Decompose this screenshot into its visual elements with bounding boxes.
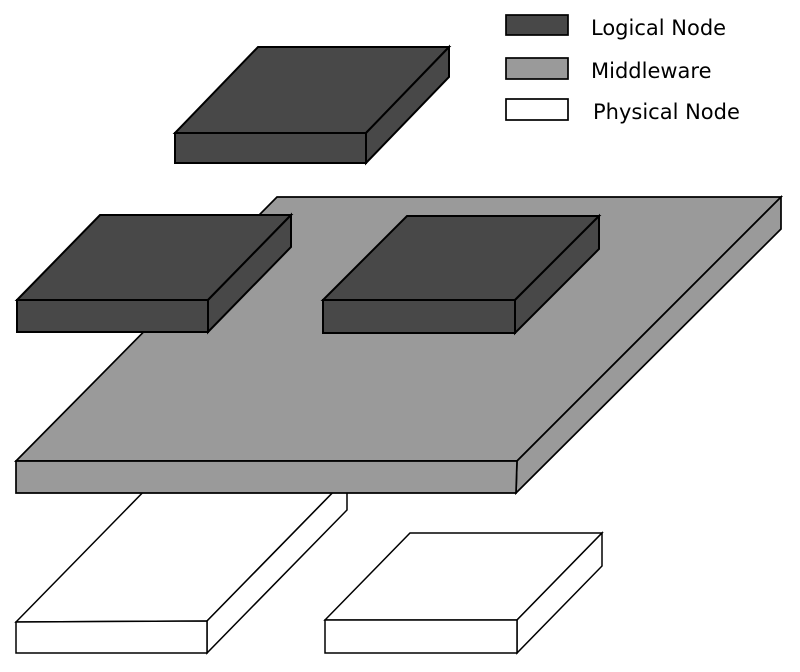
logical-node-middle-left	[14, 212, 294, 335]
physical-node-bottom-left	[14, 476, 349, 655]
legend: Logical Node Middleware Physical Node	[505, 14, 740, 124]
physical-node-bottom-right	[323, 531, 604, 655]
logical-node-front-face	[322, 299, 516, 334]
logical-node-floating-top	[172, 44, 452, 166]
legend-swatch-physical-node	[505, 98, 569, 121]
logical-node-middle-right	[320, 213, 602, 336]
legend-label-middleware: Middleware	[591, 59, 712, 83]
legend-swatch-logical-node	[505, 14, 569, 36]
physical-node-front-face	[324, 619, 518, 654]
middleware-front-face	[15, 460, 518, 494]
physical-node-front-face	[15, 620, 208, 654]
legend-label-logical-node: Logical Node	[591, 16, 726, 40]
legend-swatch-middleware	[505, 57, 569, 80]
legend-label-physical-node: Physical Node	[593, 100, 740, 124]
logical-node-front-face	[174, 132, 367, 164]
logical-node-front-face	[16, 299, 209, 333]
